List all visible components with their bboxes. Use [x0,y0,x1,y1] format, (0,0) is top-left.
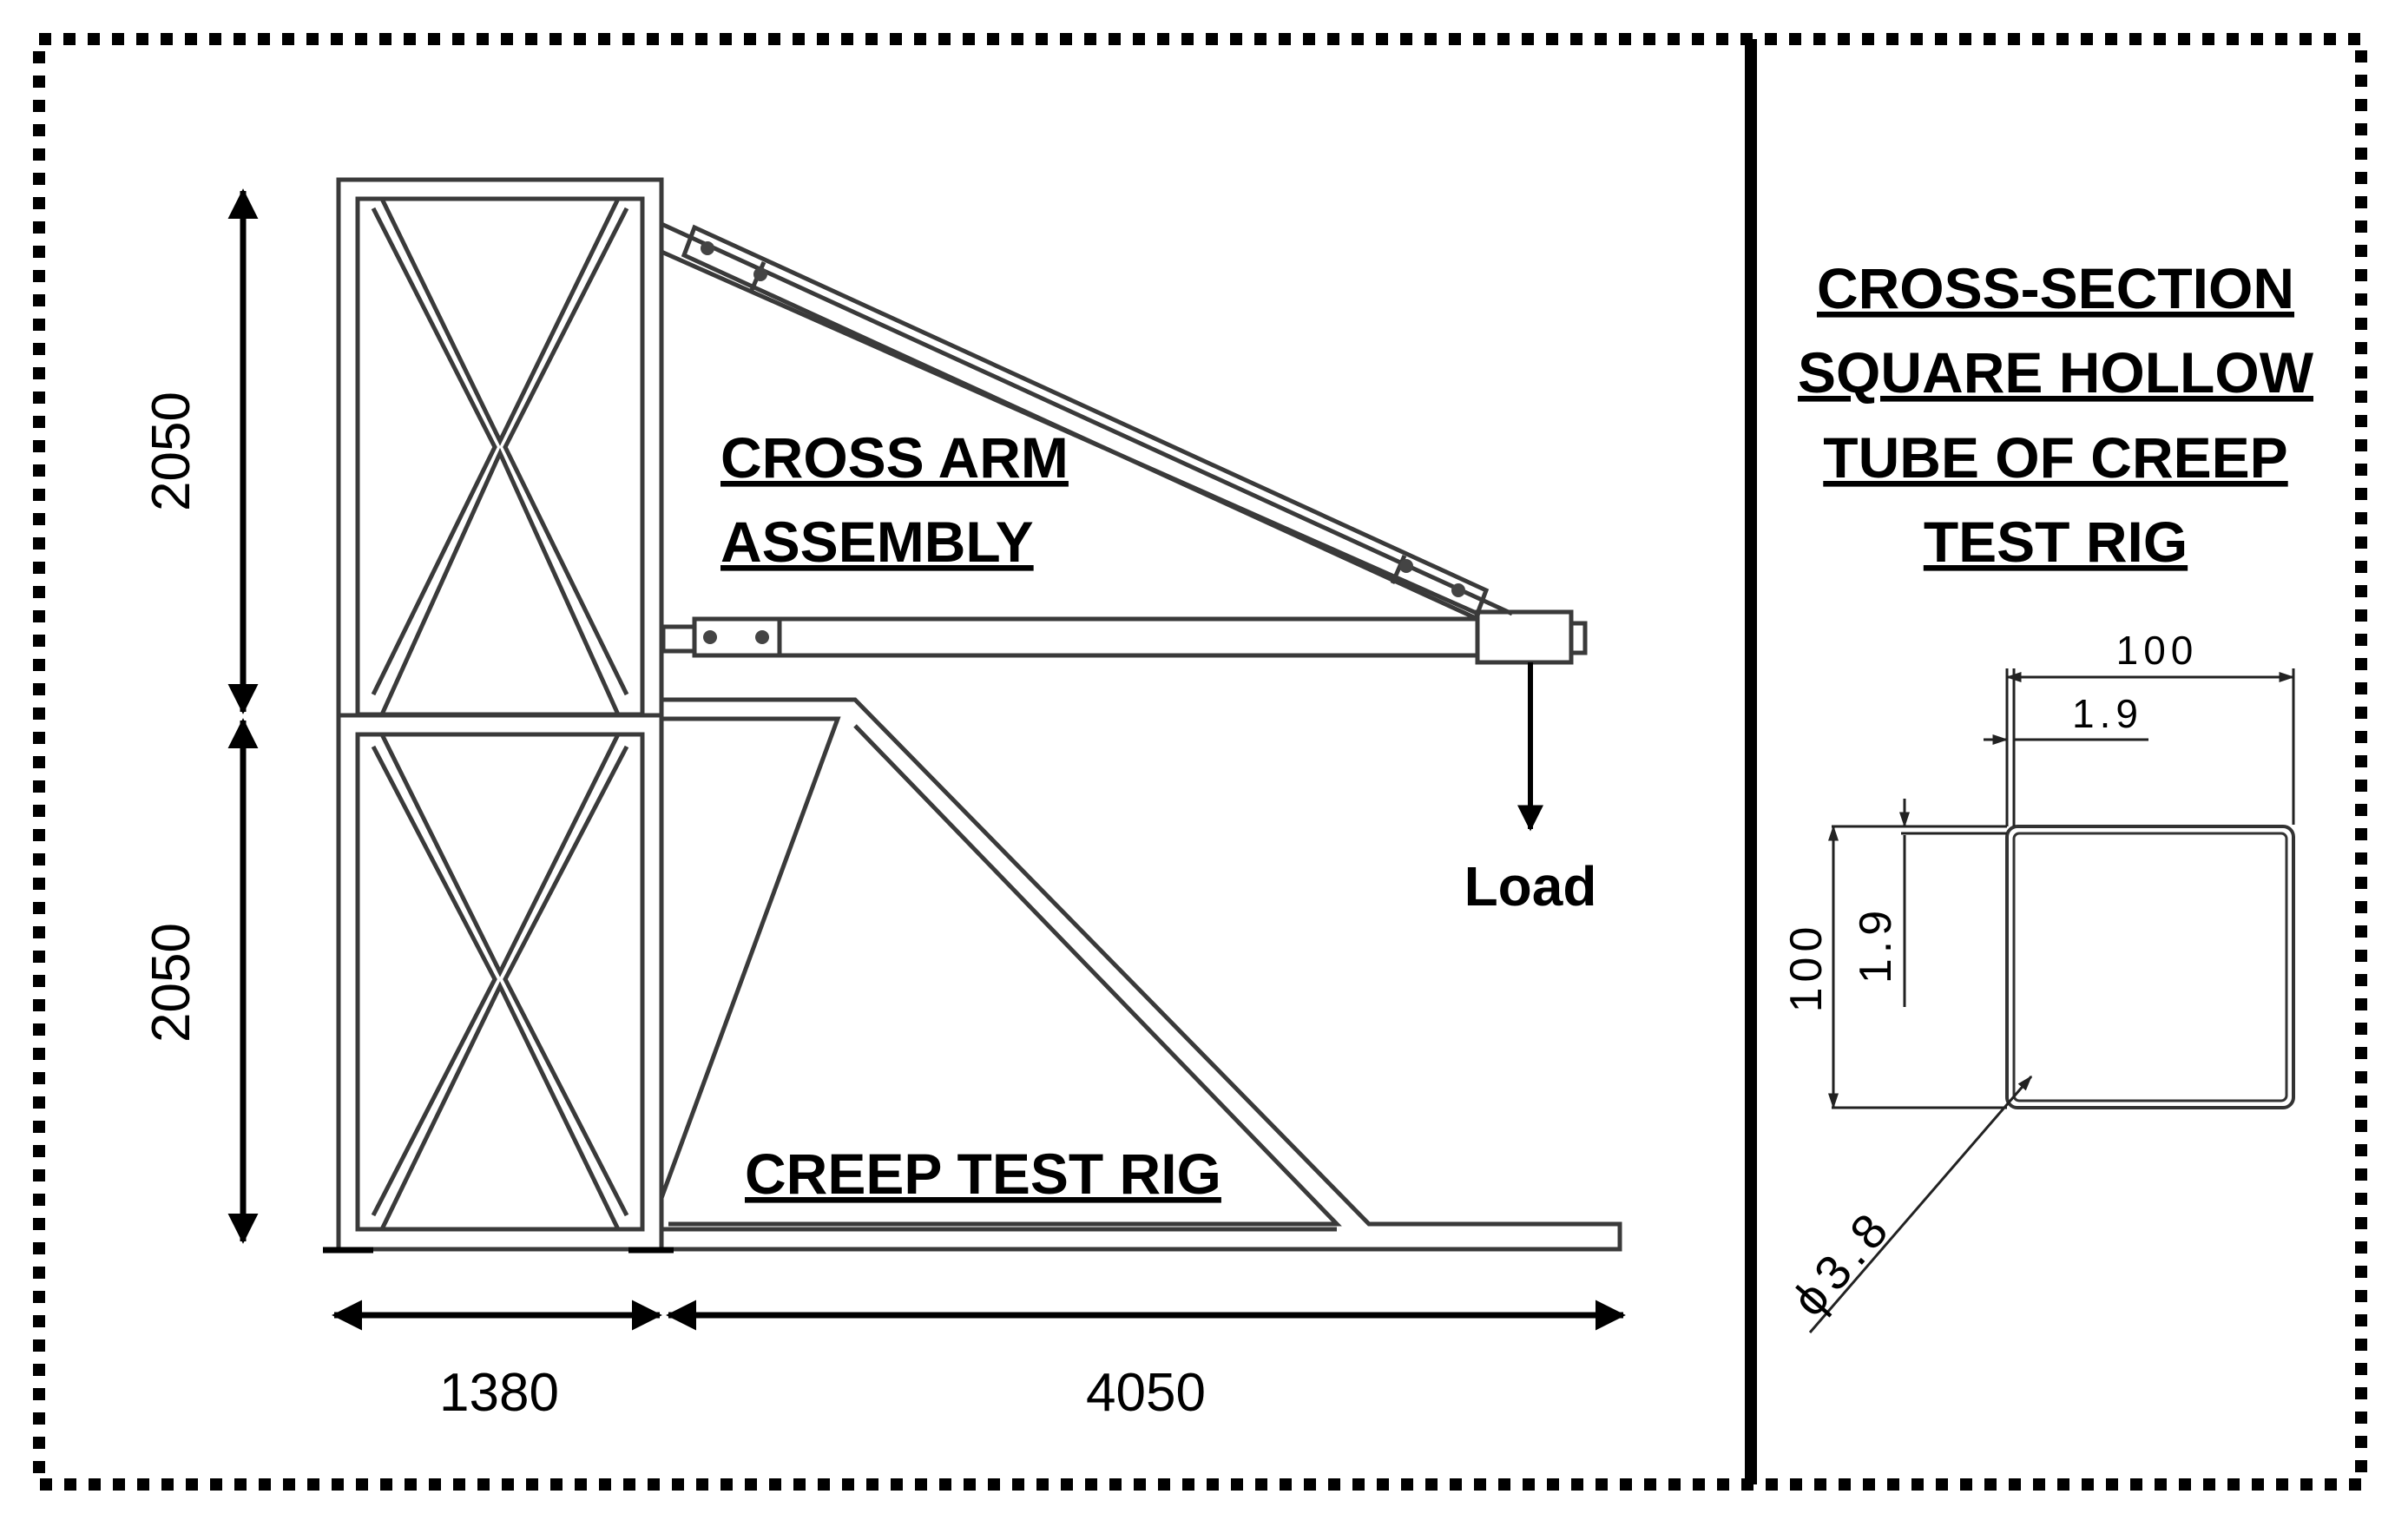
cross-section-panel: CROSS-SECTION SQUARE HOLLOW TUBE OF CREE… [1781,256,2314,1333]
dim-thickness-top-label: 1.9 [2072,691,2143,736]
cross-arm-label-line1: CROSS ARM [720,425,1069,490]
section-title-line4: TEST RIG [1924,510,2188,574]
upper-tower-panel [336,177,664,718]
dim-radius-leader [1808,1075,2033,1333]
triangle-base-frame [659,697,1622,1252]
section-title-line1: CROSS-SECTION [1817,256,2294,320]
dim-base-right-label: 4050 [1086,1363,1206,1423]
lower-tower-panel [336,713,664,1252]
section-title-line2: SQUARE HOLLOW [1798,340,2314,405]
load-label: Load [1464,855,1597,918]
section-title-line3: TUBE OF CREEP [1823,425,2287,490]
dim-upper-height-label: 2050 [141,392,201,511]
creep-test-rig-label: CREEP TEST RIG [745,1142,1221,1206]
dim-radius-label: ϕ3.8 [1781,1198,1903,1326]
outer-dotted-border [33,33,2367,1491]
cross-arm-label-line2: ASSEMBLY [720,510,1034,574]
cross-arm-horizontal [661,609,1588,665]
square-tube-section [2005,825,2295,1109]
dim-width-label: 100 [2116,628,2199,673]
dim-lower-height-label: 2050 [141,923,201,1043]
dim-height-label: 100 [1781,922,1832,1013]
dim-thickness-side-label: 1.9 [1851,905,1901,984]
creep-test-rig-drawing: Load CROSS ARM ASSEMBLY CREEP TEST RIG 2… [141,177,1626,1423]
cross-arm-diagonal [660,221,1514,622]
dim-base-left-label: 1380 [439,1363,559,1423]
